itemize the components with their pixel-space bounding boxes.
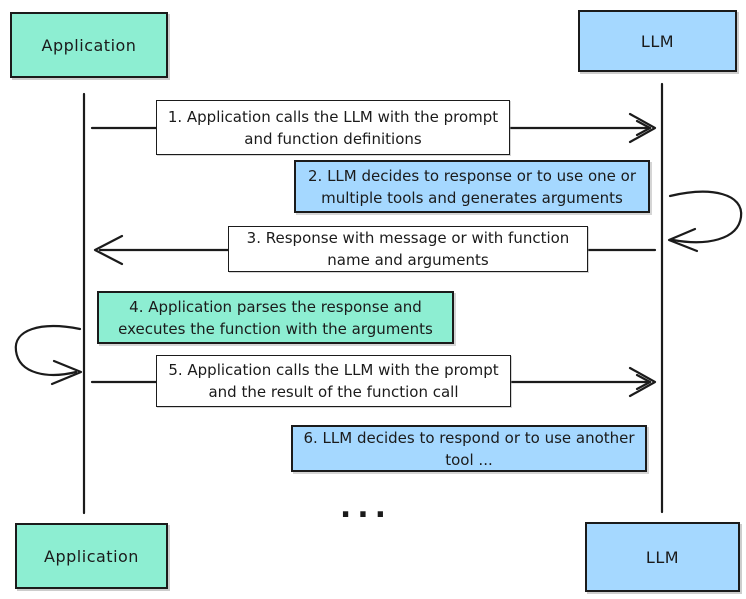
message-step6-text: 6. LLM decides to respond or to use anot… — [303, 428, 635, 469]
message-step2-text: 2. LLM decides to response or to use one… — [307, 166, 636, 207]
arrow-step3-head-icon — [93, 234, 124, 266]
actor-llm-bottom-label: LLM — [645, 547, 680, 567]
actor-application-bottom: Application — [15, 523, 168, 589]
actor-application-top-label: Application — [41, 35, 137, 55]
application-self-loop-arrow — [14, 325, 82, 376]
arrow-step1-head-icon — [628, 112, 657, 144]
arrow-step5-head-icon — [628, 366, 657, 398]
message-step6-box: 6. LLM decides to respond or to use anot… — [291, 425, 647, 472]
message-step4-text: 4. Application parses the response and e… — [118, 297, 433, 338]
actor-llm-bottom: LLM — [585, 522, 740, 592]
actor-llm-top-label: LLM — [640, 31, 675, 51]
arrow-step5-head-inner-icon — [635, 373, 652, 391]
application-self-loop-head-icon — [50, 359, 83, 386]
message-step2-box: 2. LLM decides to response or to use one… — [294, 160, 650, 213]
message-step5-text: 5. Application calls the LLM with the pr… — [168, 361, 499, 401]
message-step1-box: 1. Application calls the LLM with the pr… — [156, 100, 510, 155]
message-step5-box: 5. Application calls the LLM with the pr… — [156, 355, 511, 407]
actor-application-top: Application — [10, 12, 168, 78]
llm-self-loop-head-icon — [667, 227, 699, 253]
message-step3-box: 3. Response with message or with functio… — [228, 226, 588, 272]
actor-application-bottom-label: Application — [44, 546, 139, 566]
actor-llm-top: LLM — [578, 10, 737, 72]
llm-self-loop-arrow — [668, 190, 743, 244]
arrow-step1-head-inner-icon — [635, 119, 652, 137]
message-step1-text: 1. Application calls the LLM with the pr… — [167, 107, 499, 148]
message-step4-box: 4. Application parses the response and e… — [97, 291, 454, 344]
continuation-ellipsis: ... — [339, 490, 393, 525]
message-step3-text: 3. Response with message or with functio… — [246, 229, 570, 269]
